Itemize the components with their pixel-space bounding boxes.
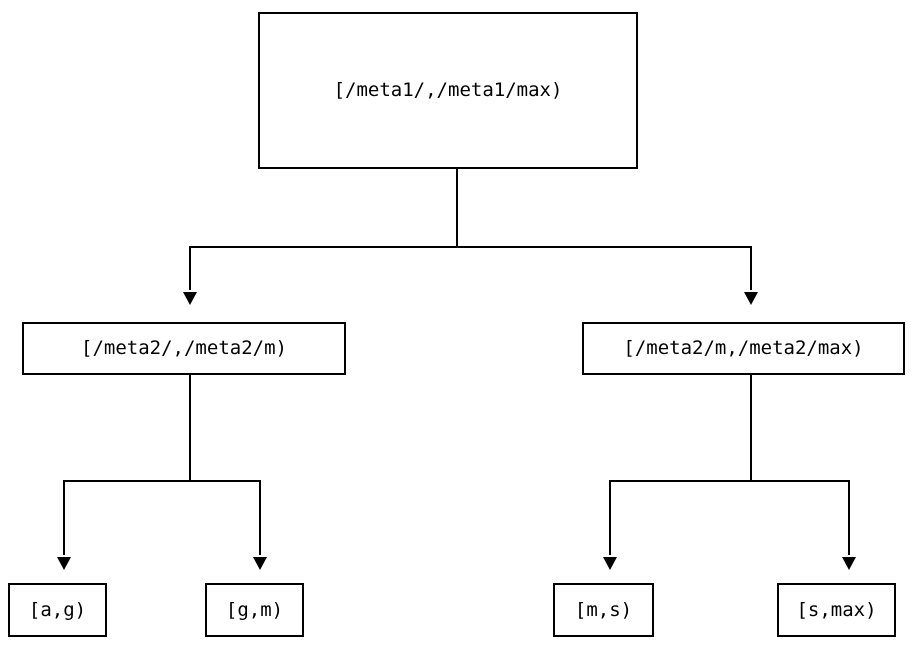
edge-left-split-bar — [63, 480, 261, 482]
node-leaf-m-s[interactable]: [m,s) — [553, 583, 654, 637]
arrowhead-down-icon — [57, 557, 71, 570]
edge-left-stem — [189, 375, 191, 481]
edge-root-split-bar — [189, 246, 752, 248]
node-leaf-g-m[interactable]: [g,m) — [205, 583, 304, 637]
edge-right-stem — [750, 375, 752, 481]
edge-left-to-gm — [259, 480, 261, 555]
node-meta2-lower-label: [/meta2/,/meta2/m) — [81, 337, 287, 359]
node-leaf-a-g[interactable]: [a,g) — [8, 583, 107, 637]
node-leaf-m-s-label: [m,s) — [574, 598, 633, 621]
arrowhead-down-icon — [744, 292, 758, 305]
edge-root-to-right — [750, 246, 752, 290]
arrowhead-down-icon — [842, 557, 856, 570]
arrowhead-down-icon — [253, 557, 267, 570]
edge-root-to-left — [189, 246, 191, 290]
edge-root-stem — [456, 168, 458, 248]
node-leaf-s-max-label: [s,max) — [796, 598, 877, 621]
node-leaf-g-m-label: [g,m) — [225, 598, 284, 621]
edge-right-split-bar — [609, 480, 850, 482]
edge-right-to-ms — [609, 480, 611, 555]
edge-right-to-smax — [848, 480, 850, 555]
node-leaf-a-g-label: [a,g) — [28, 598, 87, 621]
arrowhead-down-icon — [183, 292, 197, 305]
node-meta2-upper[interactable]: [/meta2/m,/meta2/max) — [582, 322, 905, 375]
arrowhead-down-icon — [603, 557, 617, 570]
node-root[interactable]: [/meta1/,/meta1/max) — [258, 12, 638, 169]
node-meta2-upper-label: [/meta2/m,/meta2/max) — [623, 337, 864, 359]
node-meta2-lower[interactable]: [/meta2/,/meta2/m) — [22, 322, 346, 375]
node-leaf-s-max[interactable]: [s,max) — [777, 583, 896, 637]
edge-left-to-ag — [63, 480, 65, 555]
node-root-label: [/meta1/,/meta1/max) — [333, 79, 563, 101]
